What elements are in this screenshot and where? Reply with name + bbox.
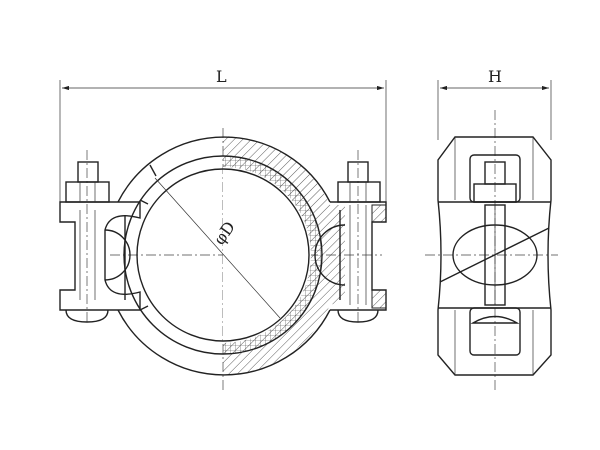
dimension-l: L (59, 67, 387, 205)
dimension-h-label: H (488, 67, 502, 86)
front-view: φD (59, 128, 387, 392)
side-view (425, 110, 558, 392)
dimension-h: H (437, 67, 552, 140)
dimension-l-label: L (216, 67, 227, 86)
